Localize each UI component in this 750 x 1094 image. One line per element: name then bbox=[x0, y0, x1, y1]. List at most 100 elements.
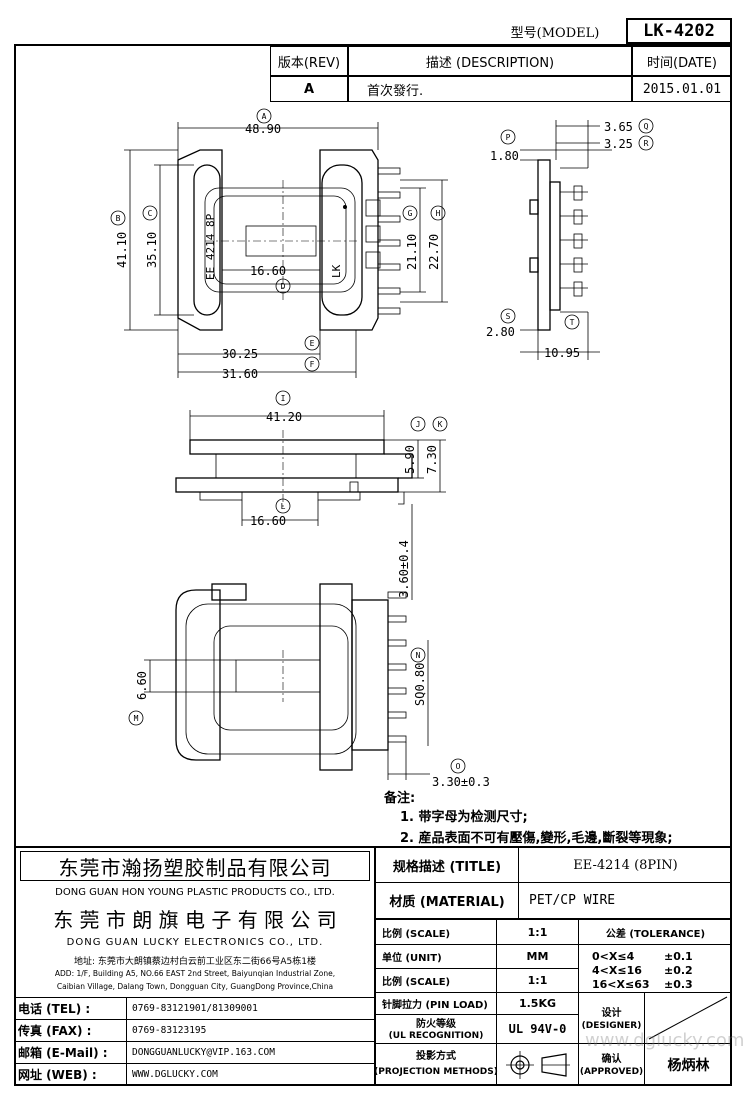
tolerance-value-2: ±0.2 bbox=[664, 963, 693, 977]
tolerance-value-3: ±0.3 bbox=[664, 977, 693, 991]
company-name-2-cn: 东 莞 市 朗 旗 电 子 有 限 公 司 bbox=[53, 907, 337, 932]
dimension-markers bbox=[110, 108, 654, 774]
fax-label: 传真 (FAX) : bbox=[18, 1024, 92, 1038]
model-value: LK-4202 bbox=[626, 18, 732, 44]
dim-30-25: 30.25 bbox=[222, 347, 258, 361]
approved-label-1: 确认 bbox=[601, 1053, 622, 1065]
company-name-1-cn: 东莞市瀚扬塑胶制品有限公司 bbox=[58, 855, 332, 880]
dim-16-60-top: 16.60 bbox=[250, 264, 286, 278]
designer-label-2: (DESIGNER) bbox=[581, 1021, 642, 1031]
scale-value: 1:1 bbox=[527, 926, 548, 939]
address-en-2: Caibian Village, Dalang Town, Dongguan C… bbox=[56, 982, 334, 991]
fax-value: 0769-83123195 bbox=[132, 1025, 207, 1036]
email-label: 邮箱 (E-Mail) : bbox=[18, 1046, 108, 1060]
marker-letters: A B C D E F G H P Q R S T I J K L M N O bbox=[116, 112, 649, 771]
svg-text:O: O bbox=[456, 762, 461, 771]
tel-value: 0769-83121901/81309001 bbox=[132, 1003, 258, 1014]
svg-text:G: G bbox=[408, 209, 413, 218]
pinload-value: 1.5KG bbox=[518, 997, 557, 1010]
tolerance-value-1: ±0.1 bbox=[664, 949, 693, 963]
tel-label: 电话 (TEL) : bbox=[18, 1002, 91, 1016]
tolerance-label: 公差 (TOLERANCE) bbox=[605, 929, 706, 940]
technical-drawing: 48.90 41.10 35.10 16.60 30.25 31.60 21.1… bbox=[110, 108, 654, 789]
dim-7-30: 7.30 bbox=[425, 445, 439, 474]
dim-3-60: 3.60±0.4 bbox=[397, 540, 411, 598]
side-view bbox=[520, 120, 612, 360]
date-value: 2015.01.01 bbox=[632, 76, 732, 102]
dim-1-80: 1.80 bbox=[490, 149, 519, 163]
designer-label-1: 设计 bbox=[601, 1007, 622, 1019]
part-marking-1: EE 4214 8P bbox=[204, 213, 217, 280]
desc-header: 描述 (DESCRIPTION) bbox=[348, 46, 632, 76]
company-name-1-en: DONG GUAN HON YOUNG PLASTIC PRODUCTS CO.… bbox=[55, 886, 335, 898]
material-value: PET/CP WIRE bbox=[529, 893, 616, 908]
web-label: 网址 (WEB) : bbox=[18, 1068, 97, 1082]
svg-text:Q: Q bbox=[644, 122, 649, 131]
dim-3-65: 3.65 bbox=[604, 120, 633, 134]
dim-3-25: 3.25 bbox=[604, 137, 633, 151]
note-2: 2. 産品表面不可有壓傷,變形,毛邊,斷裂等現象; bbox=[400, 831, 673, 846]
ul-label-1: 防火等级 bbox=[416, 1018, 456, 1030]
model-label: 型号(MODEL) bbox=[510, 25, 600, 41]
part-marking-2: LK bbox=[330, 264, 343, 278]
web-value[interactable]: WWW.DGLUCKY.COM bbox=[132, 1069, 218, 1080]
drawing-frame bbox=[14, 44, 732, 1086]
svg-text:H: H bbox=[436, 209, 441, 218]
title-label: 规格描述 (TITLE) bbox=[392, 860, 502, 875]
rev-value: A bbox=[270, 76, 348, 102]
scale2-value: 1:1 bbox=[527, 974, 548, 987]
tolerance-range-3: 16<X≤63 bbox=[592, 977, 650, 991]
svg-text:I: I bbox=[281, 394, 286, 403]
tolerance-range-1: 0<X≤4 bbox=[592, 949, 635, 963]
dim-6-60: 6.60 bbox=[135, 671, 149, 700]
watermark: www.dglucky.com bbox=[585, 1030, 745, 1051]
email-value[interactable]: DONGGUANLUCKY@VIP.163.COM bbox=[132, 1047, 275, 1058]
unit-value: MM bbox=[526, 950, 549, 963]
dim-35-10: 35.10 bbox=[145, 232, 159, 268]
unit-label: 单位 (UNIT) bbox=[382, 953, 442, 964]
front-view bbox=[175, 410, 446, 600]
tolerance-range-2: 4<X≤16 bbox=[592, 963, 642, 977]
svg-text:R: R bbox=[644, 139, 649, 148]
dim-41-10: 41.10 bbox=[115, 232, 129, 268]
rev-header: 版本(REV) bbox=[270, 46, 348, 76]
svg-text:P: P bbox=[506, 133, 511, 142]
top-view bbox=[124, 122, 448, 378]
projection-symbol-icon bbox=[506, 1051, 570, 1079]
dim-5-90: 5.90 bbox=[403, 445, 417, 474]
svg-text:A: A bbox=[262, 112, 267, 121]
proj-label-1: 投影方式 bbox=[416, 1050, 456, 1062]
company-name-2-en: DONG GUAN LUCKY ELECTRONICS CO., LTD. bbox=[66, 936, 324, 948]
svg-text:E: E bbox=[310, 339, 315, 348]
svg-text:M: M bbox=[134, 714, 139, 723]
notes-title: 备注: bbox=[384, 791, 416, 806]
title-value: EE-4214 (8PIN) bbox=[573, 858, 678, 873]
dim-21-10: 21.10 bbox=[405, 234, 419, 270]
approved-label-2: (APPROVED) bbox=[579, 1067, 644, 1077]
address-cn: 地址: 东莞市大朗镇蔡边村白云前工业区东二街66号A5栋1楼 bbox=[74, 956, 316, 967]
svg-text:C: C bbox=[148, 209, 153, 218]
dim-3-30: 3.30±0.3 bbox=[432, 775, 490, 789]
svg-text:D: D bbox=[281, 282, 286, 291]
pinload-label: 针脚拉力 (PIN LOAD) bbox=[382, 1000, 488, 1011]
desc-value: 首次發行. bbox=[348, 76, 632, 102]
dim-48-90: 48.90 bbox=[245, 122, 281, 136]
date-header: 时间(DATE) bbox=[632, 46, 732, 76]
svg-text:S: S bbox=[506, 312, 511, 321]
dim-41-20: 41.20 bbox=[266, 410, 302, 424]
ul-label-2: (UL RECOGNITION) bbox=[388, 1031, 484, 1041]
dim-31-60: 31.60 bbox=[222, 367, 258, 381]
note-1: 1. 带字母为检测尺寸; bbox=[400, 810, 528, 825]
svg-text:B: B bbox=[116, 214, 121, 223]
svg-text:J: J bbox=[416, 420, 421, 429]
address-en-1: ADD: 1/F, Building A5, NO.66 EAST 2nd St… bbox=[54, 969, 336, 978]
scale2-label: 比例 (SCALE) bbox=[382, 977, 451, 988]
dim-16-60-front: 16.60 bbox=[250, 514, 286, 528]
scale-label: 比例 (SCALE) bbox=[382, 929, 451, 940]
designer-signature-slash bbox=[648, 996, 728, 1040]
dim-10-95: 10.95 bbox=[544, 346, 580, 360]
ul-value: UL 94V-0 bbox=[508, 1022, 567, 1036]
svg-text:T: T bbox=[570, 318, 575, 327]
proj-label-2: (PROJECTION METHODS) bbox=[374, 1067, 498, 1077]
svg-text:K: K bbox=[438, 420, 443, 429]
